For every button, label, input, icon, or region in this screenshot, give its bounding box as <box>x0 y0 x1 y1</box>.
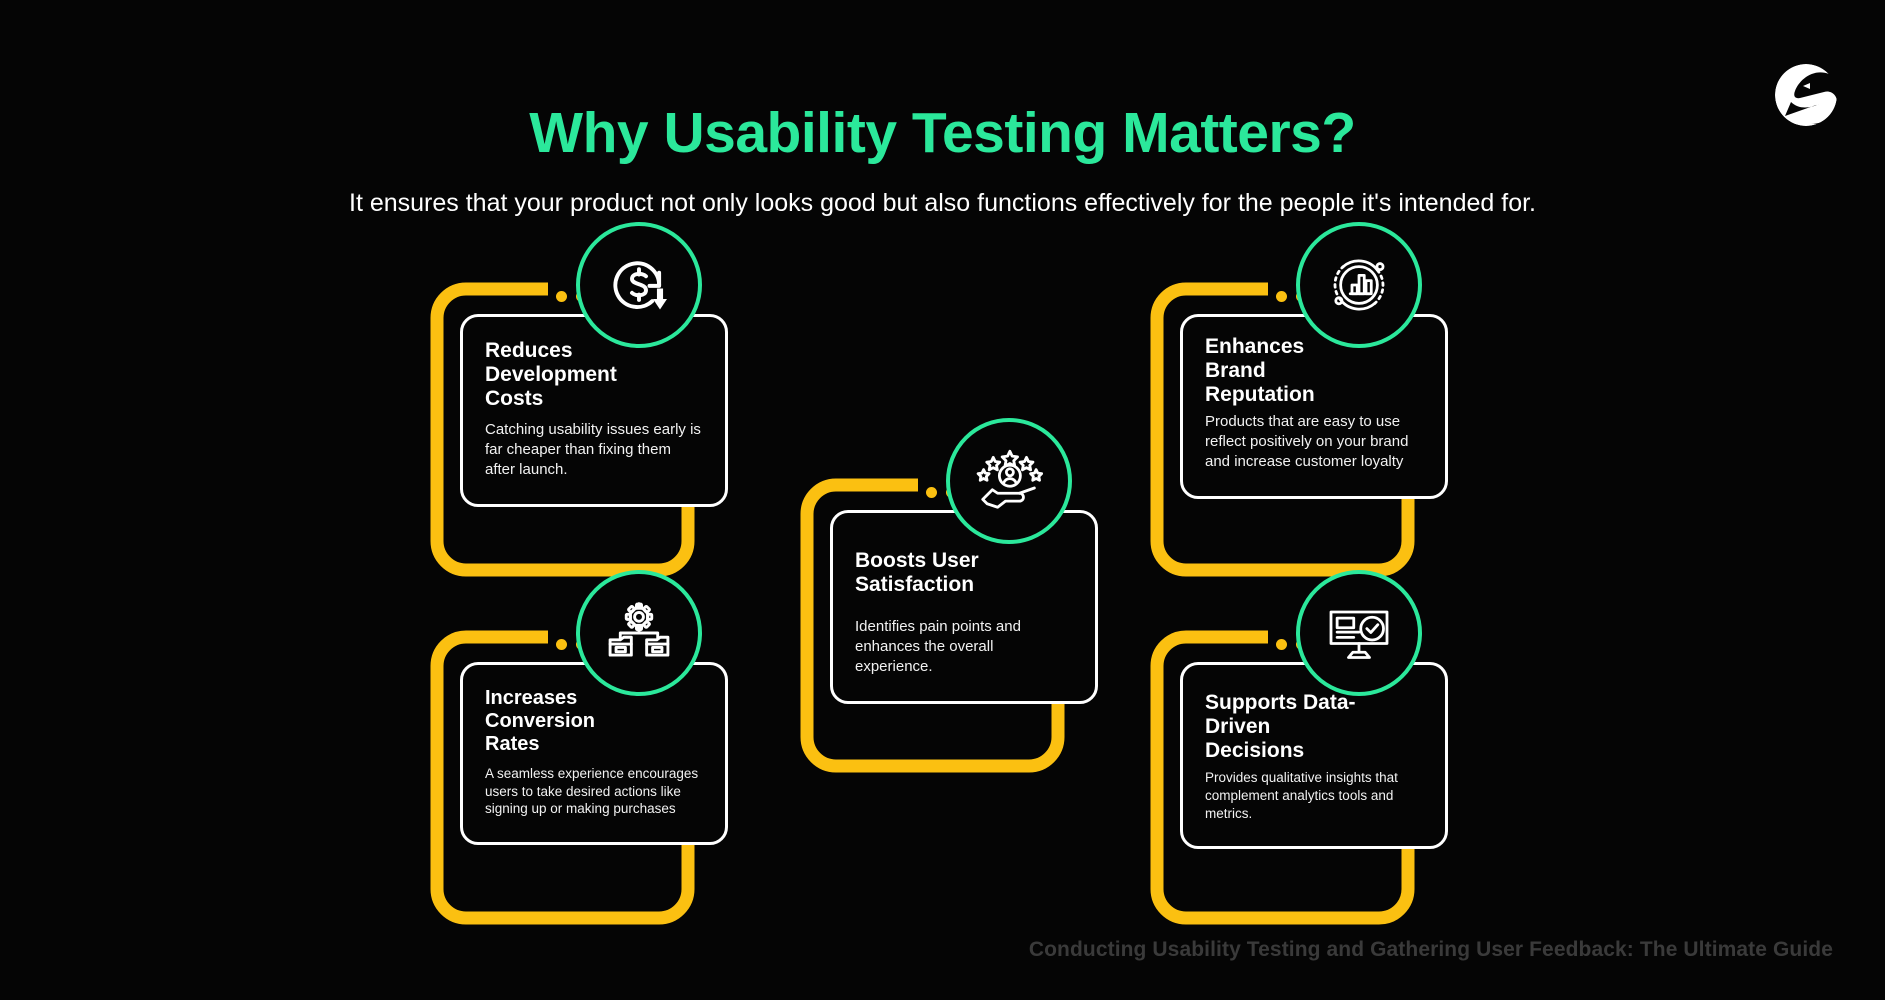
card-yellow-frame <box>800 478 1072 773</box>
card-body: Provides qualitative insights that compl… <box>1205 770 1398 821</box>
card-title: Enhances Brand Reputation <box>1205 335 1315 407</box>
card-inner-panel: Reduces Development Costs Catching usabi… <box>460 314 728 507</box>
card-yellow-frame <box>1150 630 1422 925</box>
footer-caption: Conducting Usability Testing and Gatheri… <box>1028 938 1833 961</box>
card-title: Increases Conversion Rates <box>485 687 596 755</box>
card-body: Products that are easy to use reflect po… <box>1205 413 1409 471</box>
card-title: Boosts User Satisfaction <box>855 549 979 597</box>
card-body: Catching usability issues early is far c… <box>485 421 701 479</box>
hand-user-stars-icon <box>946 418 1072 544</box>
card-yellow-frame <box>430 630 702 925</box>
card-body: Identifies pain points and enhances the … <box>855 618 1021 675</box>
card-inner-panel: Supports Data-Driven Decisions Provides … <box>1180 662 1448 850</box>
page-title: Why Usability Testing Matters? <box>529 101 1356 165</box>
gear-workflow-icon <box>576 570 702 696</box>
card-title: Reduces Development Costs <box>485 339 617 411</box>
card-inner-panel: Boosts User Satisfaction Identifies pain… <box>830 510 1098 704</box>
dollar-cost-down-icon <box>576 222 702 348</box>
card-inner-panel: Increases Conversion Rates A seamless ex… <box>460 662 728 845</box>
card-yellow-frame <box>430 282 702 577</box>
dot-1 <box>1276 639 1287 650</box>
monitor-check-icon <box>1296 570 1422 696</box>
card-yellow-frame <box>1150 282 1422 577</box>
card-inner-panel: Enhances Brand Reputation Products that … <box>1180 314 1448 499</box>
page-subtitle: It ensures that your product not only lo… <box>349 188 1536 217</box>
dot-1 <box>556 291 567 302</box>
brand-logo-icon <box>1769 58 1843 132</box>
header: Why Usability Testing Matters? It ensure… <box>0 101 1885 218</box>
dot-1 <box>926 487 937 498</box>
dot-1 <box>1276 291 1287 302</box>
card-body: A seamless experience encourages users t… <box>485 766 699 817</box>
card-title: Supports Data-Driven Decisions <box>1205 691 1356 763</box>
dot-1 <box>556 639 567 650</box>
bar-chart-orbit-icon <box>1296 222 1422 348</box>
